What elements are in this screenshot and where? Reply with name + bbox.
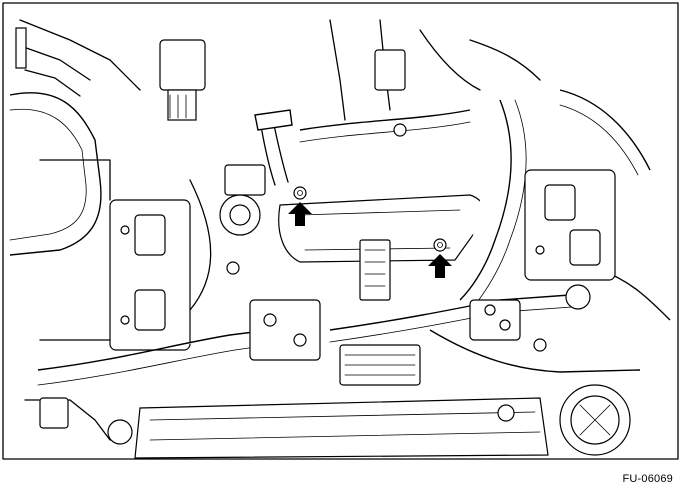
engine-illustration (2, 2, 679, 460)
center-lower-detail (189, 179, 421, 386)
arrow-up-icon (428, 254, 452, 278)
center-bracket (278, 194, 486, 301)
left-harness (9, 19, 206, 256)
right-lower (329, 284, 641, 456)
illustration-border (2, 2, 679, 460)
bolt-right (433, 238, 447, 252)
figure-code-label: FU-06069 (622, 473, 673, 485)
right-hoses (459, 89, 671, 321)
regulator-assembly (219, 109, 293, 236)
left-intake-block (39, 159, 191, 351)
lower-rail (134, 397, 549, 459)
arrow-up-icon (288, 202, 312, 226)
upper-center-hoses (299, 19, 541, 143)
bolt-left (293, 186, 307, 200)
lower-left-hose (24, 329, 271, 445)
right-intake-block (524, 169, 616, 281)
